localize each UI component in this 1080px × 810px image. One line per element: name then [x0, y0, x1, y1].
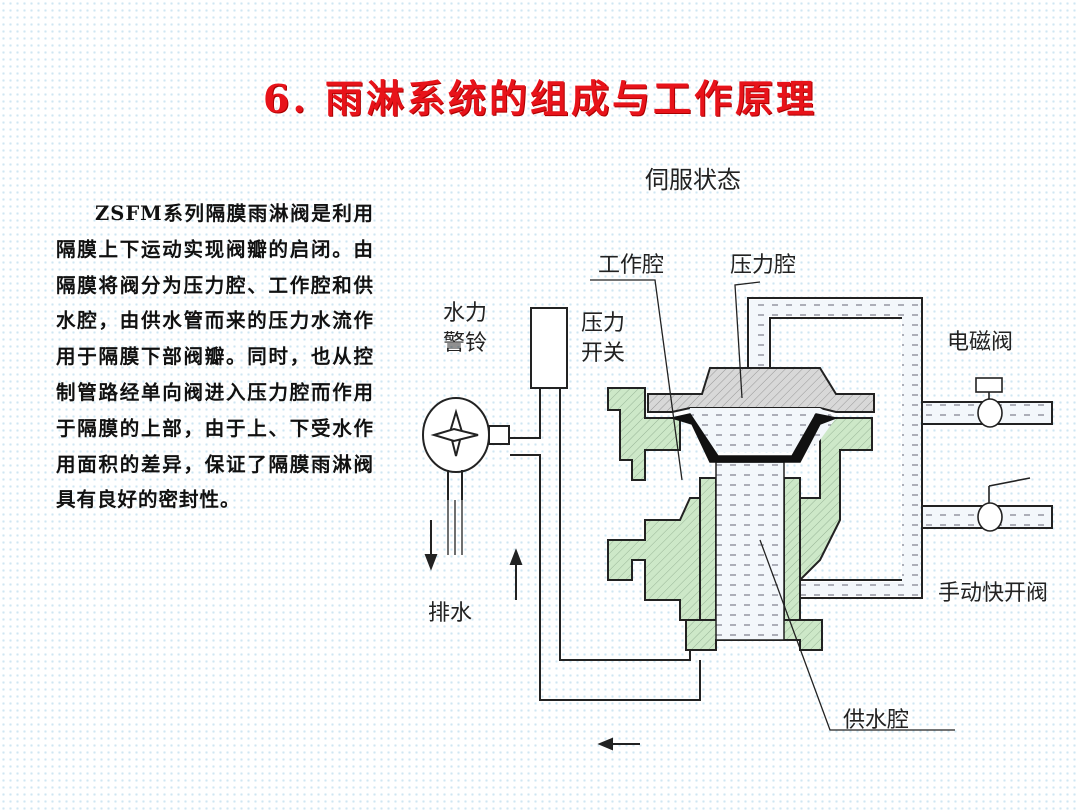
label-manual-valve: 手动快开阀	[938, 581, 1048, 606]
label-pressure-chamber: 压力腔	[730, 253, 796, 278]
water-bell	[422, 397, 510, 555]
pressure-chamber-water	[688, 408, 836, 452]
leader-lines	[590, 279, 955, 731]
description-text: ZSFM系列隔膜雨淋阀是利用隔膜上下运动实现阀瓣的启闭。由隔膜将阀分为压力腔、工…	[56, 202, 374, 512]
label-supply-chamber: 供水腔	[843, 708, 909, 733]
slide-title: 6. 雨淋系统的组成与工作原理	[263, 76, 817, 121]
manual-valve-symbol	[977, 477, 1031, 532]
label-drain: 排水	[428, 601, 472, 626]
label-pressure-switch-2: 开关	[581, 341, 625, 366]
solenoid-valve-symbol	[975, 377, 1003, 428]
label-working-chamber: 工作腔	[598, 253, 664, 278]
alarm-drain-pipes	[510, 388, 701, 701]
label-water-bell-2: 警铃	[443, 331, 487, 356]
label-water-bell-1: 水力	[443, 301, 487, 326]
label-solenoid-valve: 电磁阀	[947, 330, 1013, 355]
diaphragm	[669, 413, 839, 463]
supply-chamber-water	[715, 461, 785, 641]
valve-bonnet	[647, 367, 875, 413]
label-pressure-switch-1: 压力	[581, 311, 625, 336]
flow-arrows	[424, 520, 640, 751]
pressure-switch-box	[530, 307, 568, 389]
state-label: 伺服状态	[645, 166, 741, 194]
control-pipe-water	[750, 300, 920, 596]
